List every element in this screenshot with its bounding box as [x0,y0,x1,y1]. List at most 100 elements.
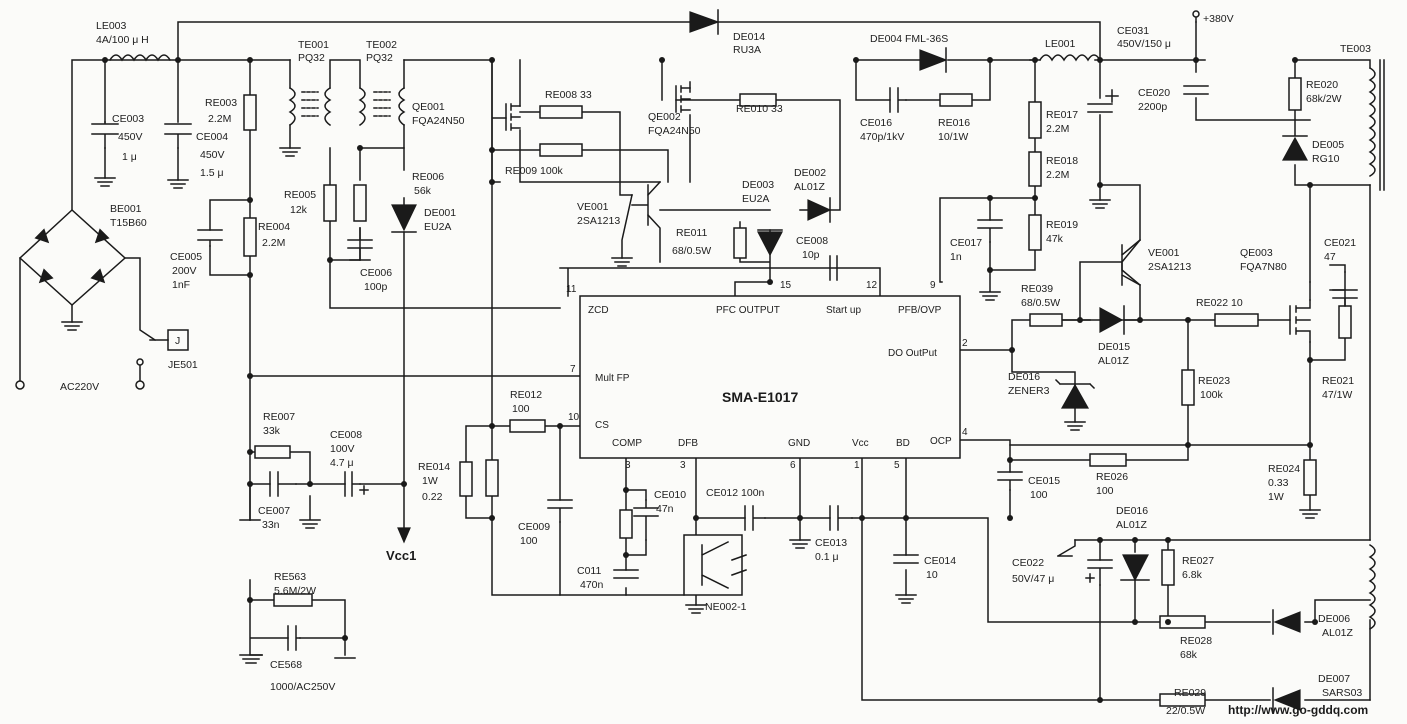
label-de016: DE016 [1116,505,1148,517]
label-re014-val: 0.22 [422,491,443,503]
mosfet-qe002 [675,85,691,113]
pin-comp: COMP [612,438,642,449]
resistor-re027 [1161,549,1175,586]
optocoupler-ne002 [683,534,747,596]
label-re024-w: 1W [1268,491,1284,503]
resistor-re029 [1159,693,1206,707]
pin-pfb-ovp: PFB/OVP [898,305,942,316]
label-ce009: CE009 [518,521,550,533]
label-re027: RE027 [1182,555,1214,567]
label-de006-val: AL01Z [1322,627,1354,639]
label-re024-val: 0.33 [1268,477,1289,489]
label-qe002: QE002 [648,111,681,123]
transformer-te001 [288,86,332,127]
label-re006: RE006 [412,171,444,183]
label-re039: RE039 [1021,283,1053,295]
label-qe003-val: FQA7N80 [1240,261,1287,273]
label-de002-val: AL01Z [794,181,826,193]
label-ve001b: VE001 [1148,247,1180,259]
resistor-re005b [353,184,367,222]
label-ce008-c: 4.7 μ [330,457,354,469]
label-de014: DE014 [733,31,765,43]
diodes [391,9,1309,713]
label-de015: DE015 [1098,341,1130,353]
resistor-re008 [539,105,583,119]
label-de007: DE007 [1318,673,1350,685]
transistor-ve001-driver [1120,238,1142,287]
label-ce011-val: 470n [580,579,604,591]
pin-number-5: 5 [894,460,900,471]
resistor-re039 [1029,313,1063,327]
label-te001-val: PQ32 [298,52,325,64]
label-re017-val: 2.2M [1046,123,1069,135]
transistor-ve001-pfc [631,184,649,226]
pin-vcc: Vcc [852,438,869,449]
label-ce010: CE010 [654,489,686,501]
label-re027-val: 6.8k [1182,569,1203,581]
transformer-te002 [358,86,406,127]
label-re005-val: 12k [290,204,308,216]
label-ce006: CE006 [360,267,392,279]
capacitors [91,85,1358,651]
pin-number-dfb: 3 [680,460,686,471]
label-be001-val: T15B60 [110,217,147,229]
label-re014-w: 1W [422,475,438,487]
label-re023-val: 100k [1200,389,1224,401]
mosfet-qe001 [505,103,521,131]
label-ce007: CE007 [258,505,290,517]
inductor-le001 [1038,54,1102,62]
label-ce005-c: 1nF [172,279,190,291]
pin-mult-fp: Mult FP [595,373,630,384]
label-de001-val: EU2A [424,221,451,233]
label-re024: RE024 [1268,463,1300,475]
label-re028: RE028 [1180,635,1212,647]
label-re016: RE016 [938,117,970,129]
label-re007-val: 33k [263,425,281,437]
vcc1-arrow [397,527,411,544]
label-ce013-val: 0.1 μ [815,551,839,563]
label-re026: RE026 [1096,471,1128,483]
label-ce012: CE012 100n [706,487,765,499]
pin-pfc-output: PFC OUTPUT [716,305,780,316]
label-ce003-c: 1 μ [122,151,137,163]
pin-cs: CS [595,420,609,431]
label-re020: RE020 [1306,79,1338,91]
label-te001: TE001 [298,39,329,51]
pin-gnd: GND [788,438,810,449]
label-re039-val: 68/0.5W [1021,297,1060,309]
label-re005: RE005 [284,189,316,201]
label-re563: RE563 [274,571,306,583]
pin-number-7: 7 [570,364,576,375]
label-qe002-val: FQA24N50 [648,125,701,137]
label-ce004-c: 1.5 μ [200,167,224,179]
resistor-re015 [619,509,633,539]
pin-number-4: 4 [962,427,968,438]
label-ce015-val: 100 [1030,489,1048,501]
label-de015-val: AL01Z [1098,355,1130,367]
label-ce021: CE021 [1324,237,1356,249]
resistor-re018 [1028,151,1042,187]
label-ce031-val: 450V/150 μ [1117,38,1171,50]
label-de006: DE006 [1318,613,1350,625]
label-ce011: C011 [577,565,601,577]
label-re003-val: 2.2M [208,113,231,125]
label-re018-val: 2.2M [1046,169,1069,181]
label-de005: DE005 [1312,139,1344,151]
label-ce022-val: 50V/47 μ [1012,573,1054,585]
label-ce020-val: 2200p [1138,101,1167,113]
pin-number-12: 12 [866,280,878,291]
label-ce022: CE022 [1012,557,1044,569]
resistor-re003 [243,94,257,131]
label-ce568-val: 1000/AC250V [270,681,335,693]
label-ce003-v: 450V [118,131,143,143]
resistor-re013 [485,459,499,497]
inductor-le003 [108,54,172,62]
label-de002: DE002 [794,167,826,179]
label-ce004-v: 450V [200,149,225,161]
label-ce020: CE020 [1138,87,1170,99]
resistor-re009 [539,143,583,157]
label-ce013: CE013 [815,537,847,549]
label-ac220: AC220V [60,381,99,393]
label-de005-val: RG10 [1312,153,1340,165]
resistor-re014 [459,461,473,497]
